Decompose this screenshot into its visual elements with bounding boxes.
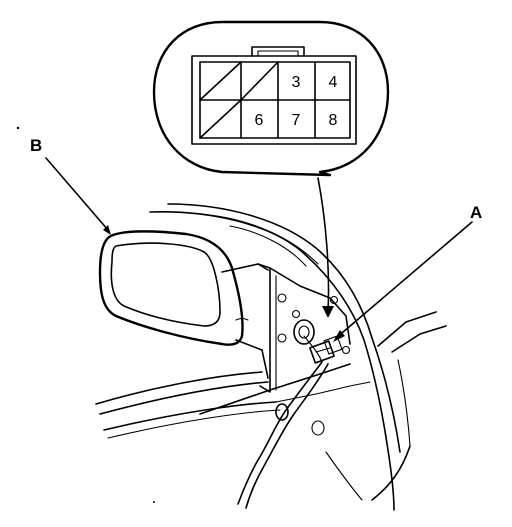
body-panel-lower (371, 445, 411, 501)
door-lower-trim (95, 363, 371, 501)
mirror-arm-bottom (235, 339, 269, 379)
callout-a-leader (335, 221, 473, 339)
bolt-hole-2 (277, 333, 287, 343)
pin-label-8: 8 (329, 112, 338, 129)
window-frame-trim (199, 213, 319, 265)
door-belt-line-4 (107, 409, 281, 439)
door-belt-line-3 (103, 401, 277, 431)
body-panel-top-inner (391, 325, 447, 353)
mirror-glass-outline (110, 242, 221, 327)
door-frame (149, 203, 447, 511)
harness-wire-to-grommet (303, 335, 323, 363)
unused-cavity-slash-1 (199, 61, 242, 101)
bolt-hole-1 (277, 293, 287, 303)
body-panel-top (377, 311, 437, 347)
harness-wire-1 (237, 361, 323, 505)
wiring-harness (237, 335, 329, 509)
harness-wire-2 (245, 363, 329, 509)
bolt-hole-4 (329, 295, 339, 305)
connector-mate (323, 335, 343, 355)
stray-dot-2 (153, 501, 155, 503)
door-panel-hole (311, 420, 325, 436)
mirror-arm-detail (235, 317, 249, 321)
wire-grommet (293, 319, 315, 345)
harness-clip (275, 403, 289, 421)
wire-grommet-inner (298, 325, 310, 339)
pin-label-6: 6 (255, 112, 264, 129)
bubble-outline (152, 20, 390, 177)
mount-plate-top (269, 267, 351, 345)
mount-plate-left (257, 263, 271, 393)
window-glass-edge (229, 225, 307, 267)
unused-cavity-slash-2 (240, 61, 279, 101)
stray-dot-1 (16, 126, 20, 130)
window-frame-curve-outer (149, 211, 365, 341)
window-frame-curve-inner (167, 203, 373, 339)
pin-label-7: 7 (292, 112, 301, 129)
door-inner-ledge (199, 363, 351, 415)
mirror-connector (309, 335, 343, 364)
connector-face: 3 4 6 7 8 (191, 46, 357, 145)
pillar-edge-inner (363, 339, 395, 511)
callout-label-b: B (30, 136, 42, 155)
connector-detail-bubble: 3 4 6 7 8 (152, 20, 390, 177)
connector-body (309, 340, 335, 364)
connector-lock-tab (251, 46, 305, 57)
callout-b-arrowhead (103, 225, 111, 235)
pin-label-3: 3 (292, 74, 301, 91)
bolt-hole-3 (291, 309, 301, 319)
connector-latch-line (315, 347, 331, 353)
callout-b-leader (45, 157, 109, 231)
connector-housing (191, 55, 357, 145)
callout-a-arrowhead (333, 330, 345, 342)
bubble-leader-arrowhead (322, 306, 334, 318)
door-inner-ledge-lower (275, 381, 371, 403)
connector-lock-tab-inner (257, 50, 299, 57)
door-panel-contour (325, 451, 363, 501)
bolt-hole-5 (341, 345, 351, 355)
door-belt-line-2 (99, 381, 269, 415)
pin-label-4: 4 (329, 74, 338, 91)
mirror-housing-outline (98, 230, 244, 346)
unused-cavity-slash-3 (199, 99, 242, 139)
callout-label-a: A (470, 203, 482, 222)
pillar-edge-outer (371, 337, 401, 453)
door-mirror (98, 230, 269, 379)
door-belt-line-1 (95, 371, 263, 405)
body-panel-seam (397, 359, 411, 447)
bubble-leader-line (317, 177, 330, 313)
